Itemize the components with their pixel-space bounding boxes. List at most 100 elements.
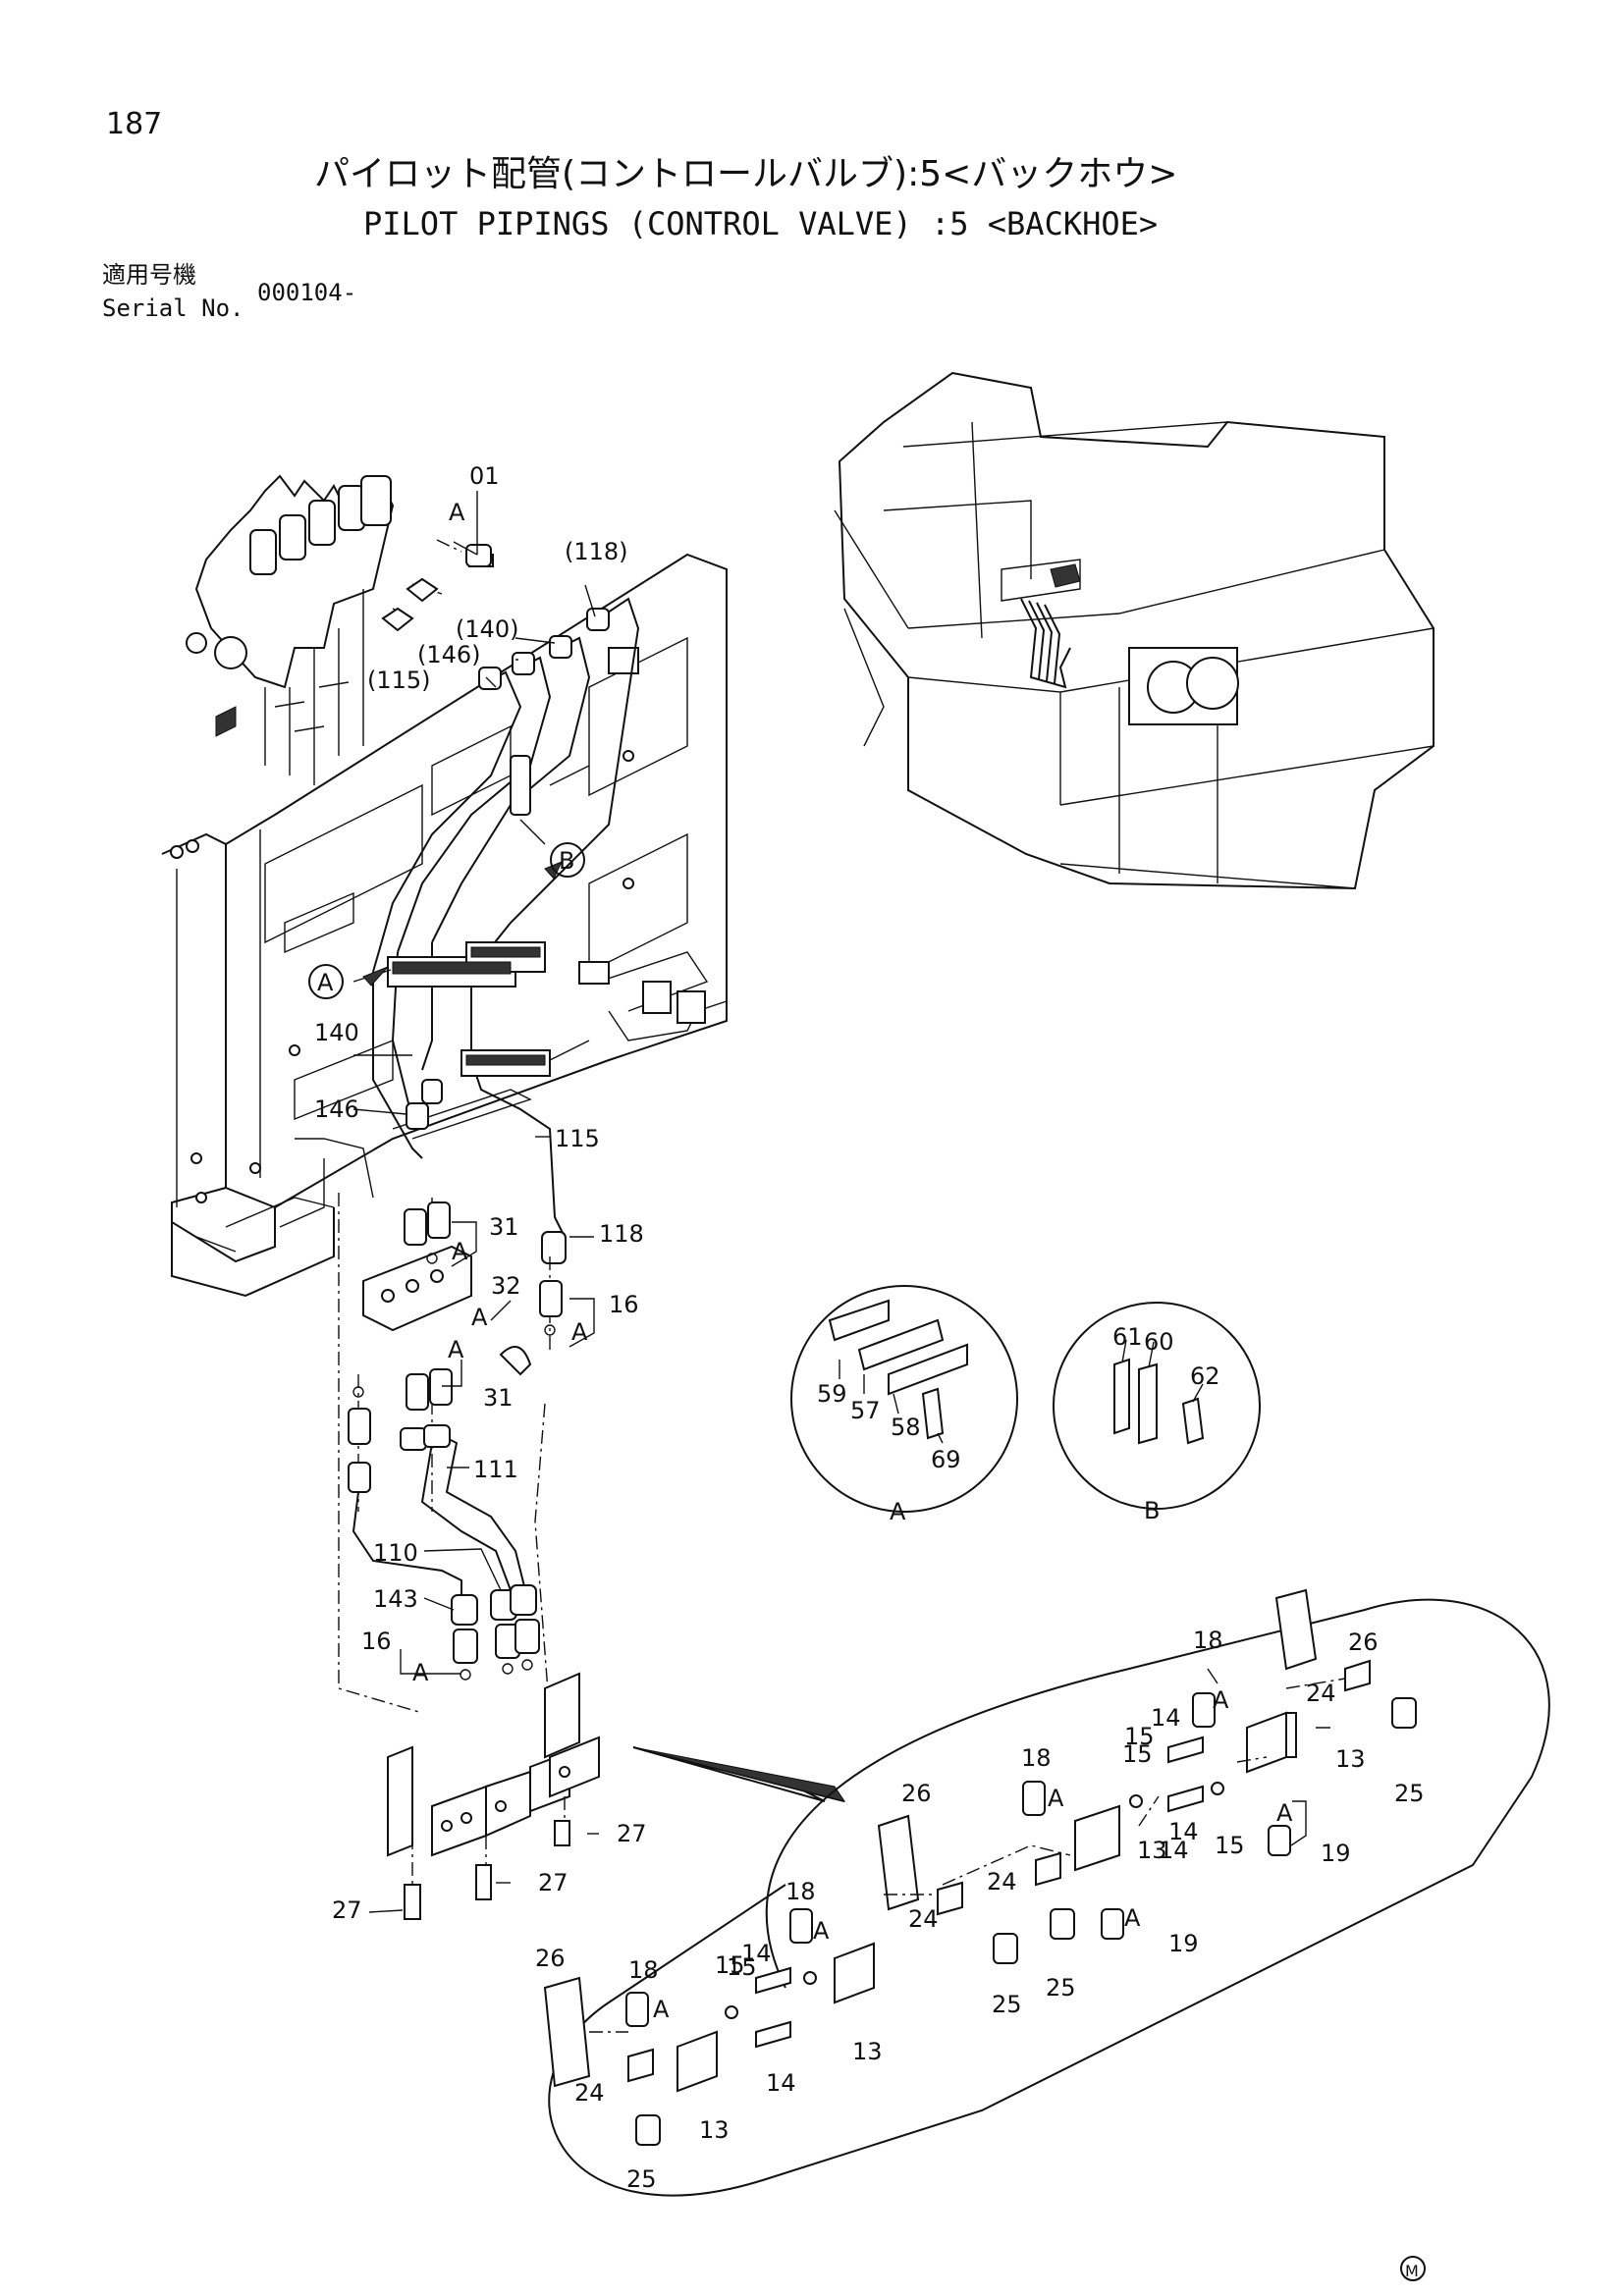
- en-15-a: 15: [1124, 1723, 1155, 1750]
- callout-31-top: 31: [489, 1213, 519, 1241]
- bolt-27-c: [404, 1884, 421, 1920]
- pipe-118-end: [541, 1231, 567, 1264]
- callout-labels: 01 A (118) (140) (146) (115) B A 140 146…: [308, 462, 647, 1924]
- en-block-13-c: [834, 1942, 875, 2004]
- en-plate-24-b: [937, 1881, 963, 1916]
- en-block-13-d: [677, 2030, 718, 2093]
- en-25-b: 25: [1046, 1974, 1076, 2002]
- callout-a-letter: A: [317, 969, 334, 996]
- en-13-d: 13: [699, 2116, 730, 2144]
- en-a-19a: A: [1276, 1799, 1293, 1827]
- adapter-31-top-b: [427, 1201, 451, 1239]
- en-14-c: 14: [1168, 1818, 1199, 1845]
- en-bolt-25-d: [635, 2114, 661, 2146]
- callout-140-ref: (140): [456, 615, 519, 643]
- en-13-b: 13: [1137, 1837, 1167, 1864]
- detail-b-label: B: [1144, 1497, 1160, 1524]
- detail-b-part-60: [1138, 1362, 1158, 1445]
- detail-a-58: 58: [891, 1414, 921, 1441]
- en-26-c: 26: [535, 1945, 566, 1972]
- adapter-16-top: [539, 1280, 563, 1317]
- detail-a-part-57: [857, 1318, 945, 1371]
- pipe-110-end-b: [510, 1584, 537, 1616]
- pipe-115-fitting: [478, 667, 502, 690]
- en-25-c: 25: [992, 1991, 1022, 2018]
- en-15-e: 15: [727, 1953, 757, 1981]
- title-english: PILOT PIPINGS (CONTROL VALVE) :5 <BACKHO…: [363, 205, 1159, 242]
- detail-b-61: 61: [1112, 1323, 1143, 1351]
- en-18-c: 18: [785, 1878, 816, 1905]
- callout-143: 143: [373, 1585, 418, 1613]
- callout-146-ref: (146): [417, 641, 481, 668]
- en-13-a: 13: [1335, 1745, 1366, 1773]
- detail-b-part-61: [1113, 1358, 1130, 1435]
- en-25-d: 25: [626, 2165, 657, 2193]
- en-24-c: 24: [987, 1868, 1017, 1896]
- en-15-b: 15: [1122, 1740, 1153, 1768]
- en-24-b: 24: [908, 1905, 939, 1933]
- manifold-assembly: [338, 1193, 563, 1719]
- detail-a-label: A: [890, 1498, 906, 1525]
- frame-clip-right-a: [642, 981, 672, 1014]
- en-14-e: 14: [766, 2069, 796, 2097]
- frame-clip-right-b: [677, 990, 706, 1024]
- maker-mark-circle: [1400, 2256, 1426, 2281]
- block-13-a: [431, 1785, 487, 1857]
- callout-110: 110: [373, 1539, 418, 1567]
- en-block-13-b: [1074, 1804, 1120, 1872]
- en-plate-24-a: [1344, 1659, 1371, 1692]
- en-plate-24-d: [627, 2048, 654, 2083]
- en-a-a: A: [1213, 1686, 1229, 1714]
- en-bolt-25-c: [993, 1933, 1018, 1964]
- detail-a-59: 59: [817, 1380, 847, 1408]
- pipe-118-fitting: [586, 608, 610, 631]
- en-a-d: A: [653, 1996, 670, 2023]
- pipe-146-end: [406, 1102, 429, 1130]
- maker-mark-letter: M: [1405, 2262, 1419, 2280]
- en-26-a: 26: [1348, 1629, 1379, 1656]
- overview-pipe-bundle: [1020, 598, 1071, 689]
- block-13-b: [485, 1770, 531, 1838]
- detail-a: 59 57 58 69 A: [790, 1285, 1018, 1525]
- callout-115: 115: [555, 1125, 600, 1152]
- detail-b-62: 62: [1190, 1362, 1220, 1390]
- overview-round-port-right: [1186, 657, 1239, 710]
- callout-16-top: 16: [609, 1291, 639, 1318]
- en-block-13-a: [1246, 1711, 1287, 1774]
- elbow-32: [499, 1346, 532, 1376]
- en-19-a: 19: [1321, 1840, 1351, 1867]
- callout-32: 32: [491, 1272, 521, 1300]
- pipe-111-fitting: [400, 1427, 427, 1451]
- callout-a-16-bot: A: [412, 1659, 429, 1686]
- en-13-c: 13: [852, 2038, 883, 2065]
- en-bracket-26-a: [1274, 1588, 1318, 1671]
- adapter-16-bot: [453, 1629, 478, 1664]
- pipe-146-fitting: [512, 652, 535, 675]
- en-fitting-18-a: [1192, 1692, 1216, 1728]
- en-a-b: A: [1048, 1785, 1064, 1812]
- callout-b-circle: [550, 842, 585, 878]
- en-24-d: 24: [574, 2079, 605, 2107]
- detail-b-60: 60: [1144, 1328, 1174, 1356]
- detail-b-circle: [1053, 1302, 1261, 1510]
- pipe-140-fitting: [549, 635, 572, 659]
- machine-overview-illustration: [834, 371, 1435, 890]
- callout-31-bot: 31: [483, 1384, 514, 1412]
- callout-01: 01: [469, 462, 500, 490]
- serial-number-value: 000104-: [257, 279, 357, 306]
- callout-118: 118: [599, 1220, 644, 1248]
- detail-a-69: 69: [931, 1446, 961, 1473]
- callout-b-letter: B: [559, 847, 574, 875]
- en-a-c: A: [813, 1917, 830, 1945]
- detail-a-bolt-69: [921, 1387, 945, 1440]
- en-bolt-14-e: [755, 2020, 791, 2049]
- en-15-c: 15: [1215, 1832, 1245, 1859]
- callout-146: 146: [314, 1095, 359, 1123]
- pipe-routing: [372, 597, 640, 1376]
- callout-140: 140: [314, 1019, 359, 1046]
- detail-a-part-58: [888, 1343, 968, 1396]
- title-japanese: パイロット配管(コントロールバルブ):5<バックホウ>: [314, 154, 1178, 194]
- en-14-d: 14: [741, 1940, 772, 1967]
- lower-bracket-assembly: [387, 1672, 846, 1920]
